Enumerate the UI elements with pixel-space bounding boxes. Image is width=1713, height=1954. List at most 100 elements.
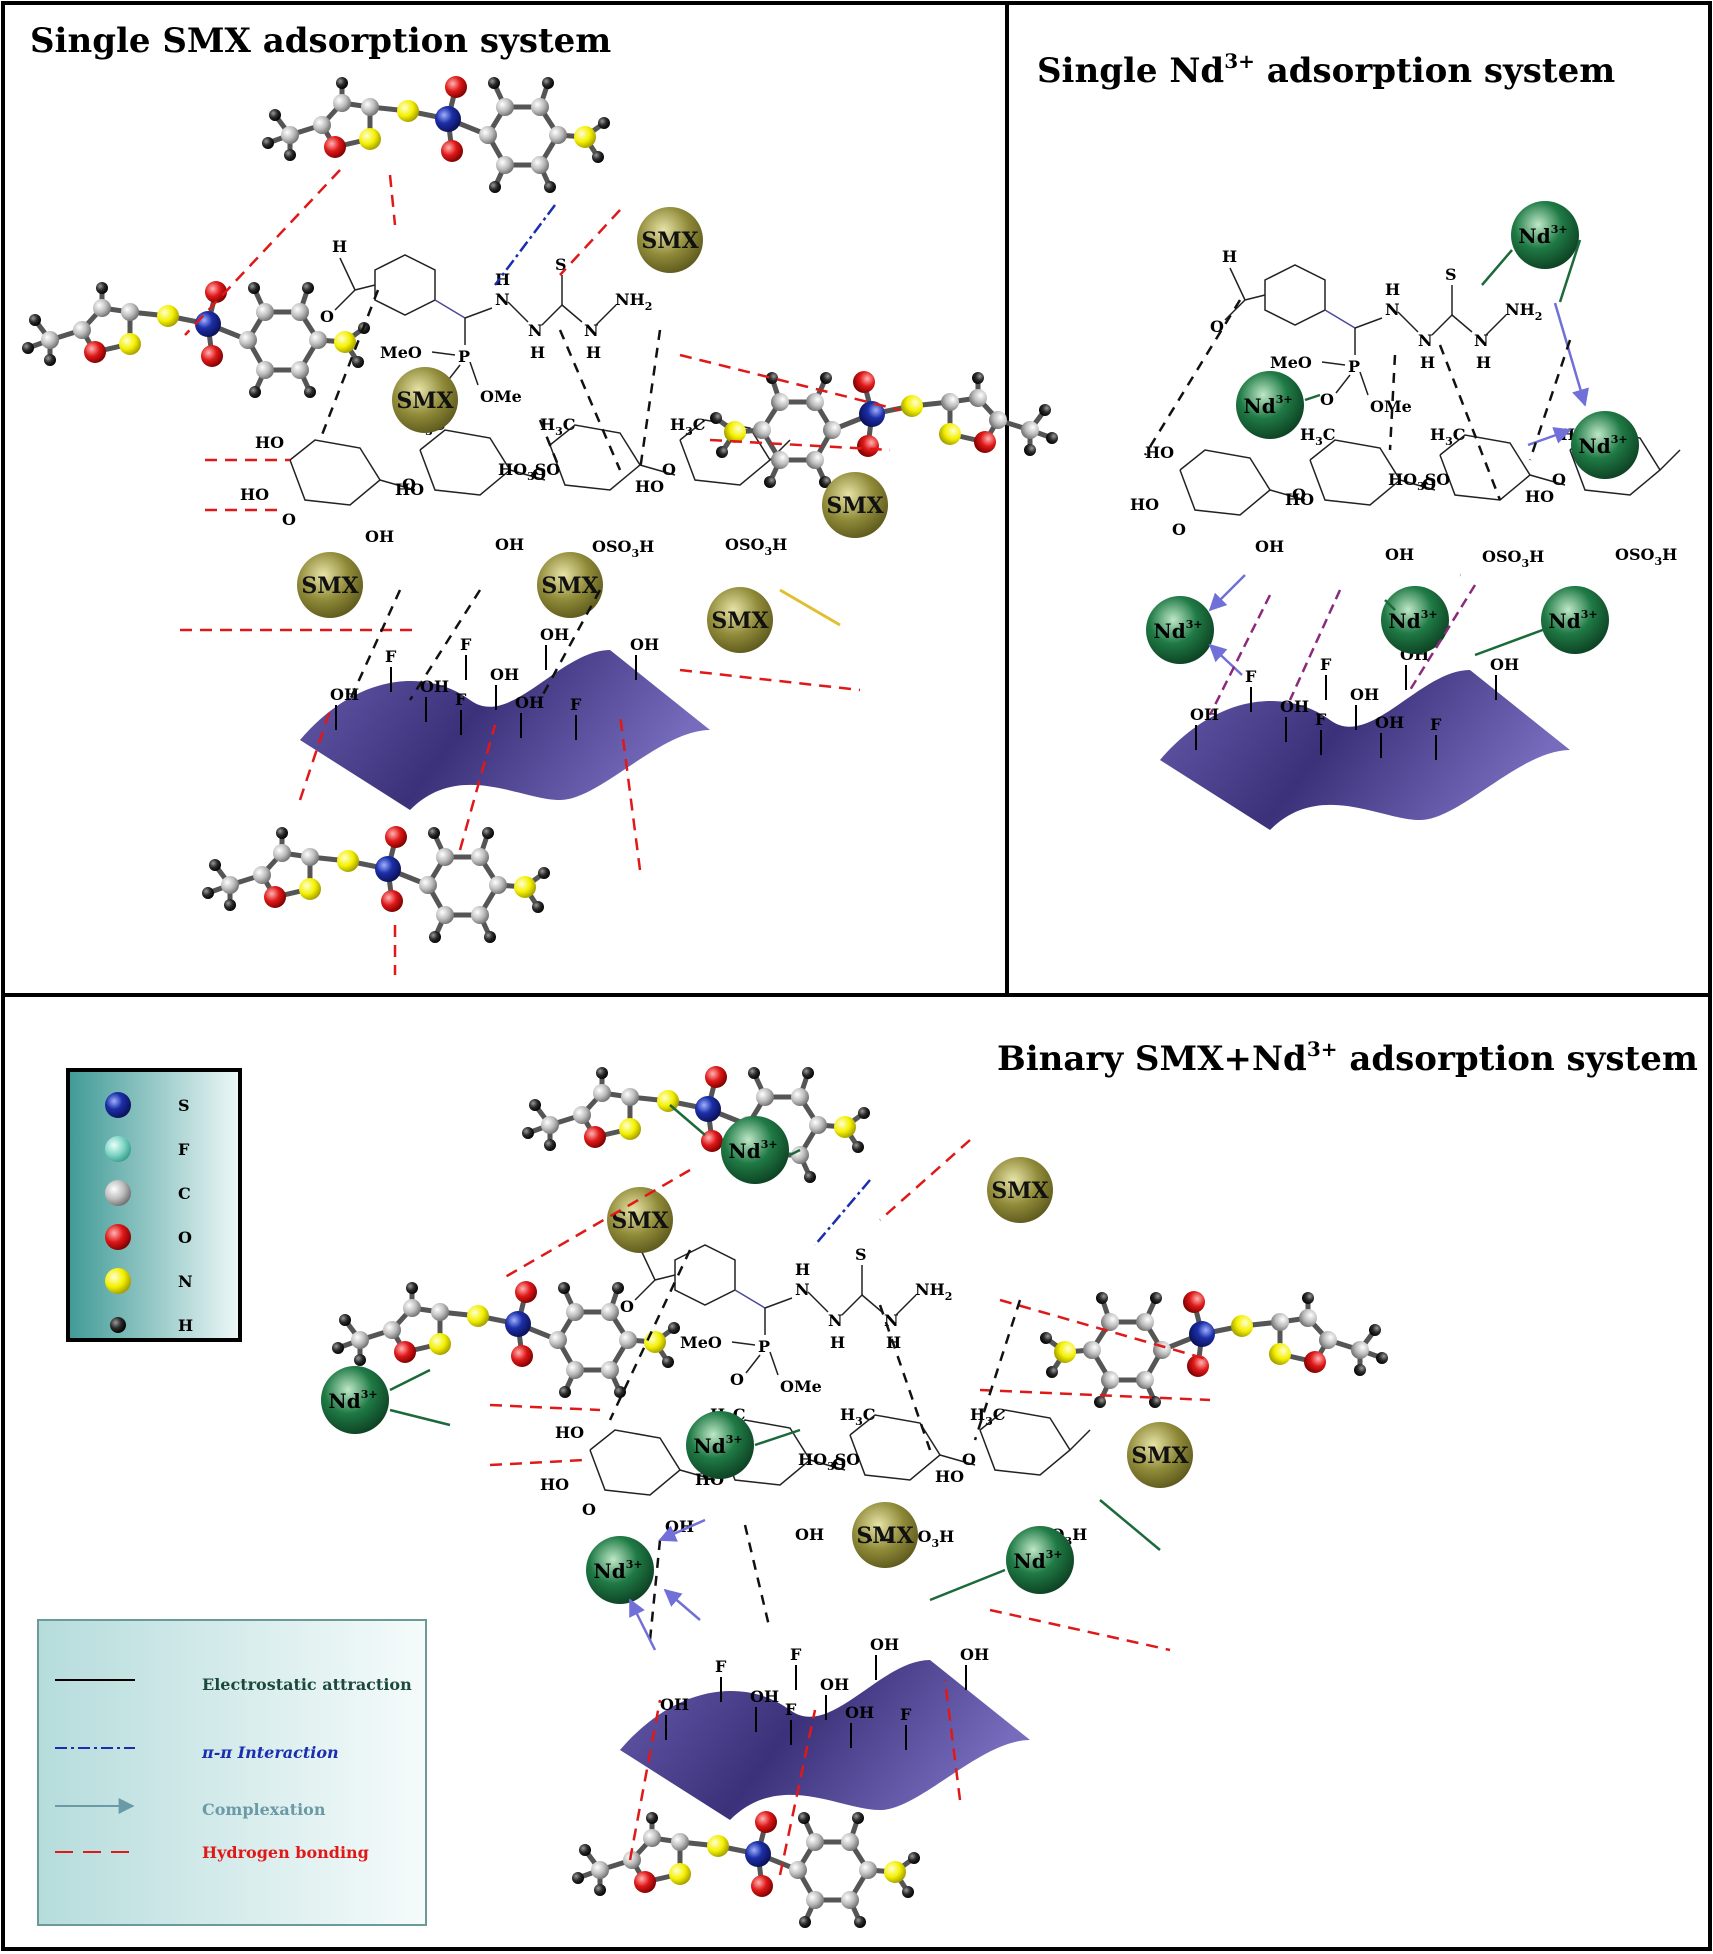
smx-atom-h <box>858 1107 870 1119</box>
bond-line <box>1451 314 1473 333</box>
smx-atom-n <box>467 1305 489 1327</box>
hydrogen-bond-line <box>679 668 861 692</box>
bond-line <box>1359 371 1369 396</box>
hydrogen-bond-line <box>458 724 497 851</box>
nd-ion-ball: Nd3+ <box>1146 596 1214 664</box>
bond-line <box>807 1291 829 1313</box>
bond-line <box>1229 267 1246 301</box>
nd-ball <box>1381 586 1449 654</box>
sulfamethoxazole-molecule <box>262 76 610 193</box>
smx-atom-n <box>299 878 321 900</box>
smx-atom-c <box>301 848 319 866</box>
sulfamethoxazole-molecule <box>572 1811 920 1928</box>
legend-atom-label: H <box>178 1316 193 1335</box>
smx-atom-c <box>351 1331 369 1349</box>
smx-ball <box>607 1187 673 1253</box>
smx-atom-c <box>549 1331 567 1349</box>
smx-atom-o <box>857 435 879 457</box>
complexation-arrow <box>628 1598 657 1651</box>
bond-line <box>639 464 676 476</box>
smx-atom-c <box>806 1833 824 1851</box>
electrostatic-dash-line <box>538 589 602 701</box>
nd-ion-ball: Nd3+ <box>1381 586 1449 654</box>
sugar-ring <box>1439 434 1531 501</box>
bond-line <box>639 1247 656 1281</box>
sulfate-ho3so: HO3SO <box>798 1450 860 1473</box>
smx-atom-h <box>662 1356 674 1368</box>
surface-hydroxyl: OH <box>845 1703 874 1722</box>
sugar-ring <box>589 1429 681 1496</box>
electrostatic-dash-line <box>1438 344 1502 501</box>
nd-ball <box>586 1536 654 1604</box>
smx-atom-h <box>249 386 261 398</box>
sugar-ring <box>1179 449 1271 516</box>
smx-atom-h <box>224 899 236 911</box>
smx-molecule-ball: SMX <box>707 587 773 653</box>
smx-atom-c <box>531 98 549 116</box>
smx-atom-h <box>1354 1364 1366 1376</box>
hydrazine-h2: H <box>530 343 545 362</box>
smx-atom-c <box>419 876 437 894</box>
smx-atom-c <box>771 451 789 469</box>
complexation-arrow <box>1208 574 1246 612</box>
bond-line <box>1335 374 1351 394</box>
bond-line <box>1224 299 1246 321</box>
surface-fluorine: F <box>900 1705 912 1724</box>
bond-line <box>464 307 493 319</box>
hydrogen-bond-line <box>999 1298 1211 1362</box>
surface-fluorine: F <box>715 1657 727 1676</box>
nd-ion-ball: Nd3+ <box>1006 1526 1074 1594</box>
smx-atom-n <box>574 126 596 148</box>
smx-ball <box>297 552 363 618</box>
hydroxyl-ho2: HO <box>240 485 269 504</box>
legend-atom-label: O <box>178 1228 192 1247</box>
hydrogen-bond-line <box>489 1458 586 1467</box>
smx-atom-h <box>646 1812 658 1824</box>
smx-atom-c <box>281 126 299 144</box>
smx-atom-c <box>93 299 111 317</box>
hydrogen-bond-line <box>989 1608 1171 1652</box>
complexation-arrow <box>1208 643 1243 676</box>
smx-atom-c <box>1351 1341 1369 1359</box>
bond-line <box>1269 489 1306 501</box>
smx-atom-n <box>157 305 179 327</box>
smx-atom-h <box>799 1916 811 1928</box>
interaction-legend: Electrostatic attraction π-π Interaction… <box>37 1619 427 1926</box>
nd-ion-ball: Nd3+ <box>1571 411 1639 479</box>
hydroxyl-ho1: HO <box>555 1423 584 1442</box>
smx-atom-h <box>1046 432 1058 444</box>
smx-atom-o <box>515 1281 537 1303</box>
bond-line <box>769 1351 779 1376</box>
smx-atom-n <box>334 331 356 353</box>
electrostatic-line <box>1304 393 1321 402</box>
glycosidic-o: O <box>662 460 676 479</box>
surface-hydroxyl: OH <box>960 1645 989 1664</box>
smx-atom-c <box>771 393 789 411</box>
surface-fluorine: F <box>570 695 582 714</box>
thione-s: S <box>855 1245 867 1264</box>
hydrazine-n2: N <box>1418 331 1433 350</box>
nd-ball <box>1006 1526 1074 1594</box>
smx-atom-c <box>489 876 507 894</box>
smx-atom-c <box>841 1891 859 1909</box>
smx-atom-c <box>221 876 239 894</box>
smx-atom-h <box>852 1141 864 1153</box>
nd-ion-ball: Nd3+ <box>321 1366 389 1434</box>
interaction-legend-box <box>37 1619 427 1926</box>
smx-atom-c <box>1136 1371 1154 1389</box>
nd-label: Nd3+ <box>1518 223 1567 248</box>
smx-atom-h <box>284 149 296 161</box>
smx-atom-o <box>705 1066 727 1088</box>
pi-interaction-line <box>494 204 556 286</box>
glycosidic-o: O <box>1552 470 1566 489</box>
aldehyde-o: O <box>620 1297 634 1316</box>
smx-atom-n <box>724 421 746 443</box>
bond-line <box>1659 449 1681 471</box>
nd-ball <box>1511 201 1579 269</box>
hydrogen-bond-line <box>489 1403 601 1412</box>
smx-atom-h <box>538 867 550 879</box>
sugar-ring <box>849 1414 941 1481</box>
nd-ball <box>1541 586 1609 654</box>
smx-atom-h <box>276 827 288 839</box>
